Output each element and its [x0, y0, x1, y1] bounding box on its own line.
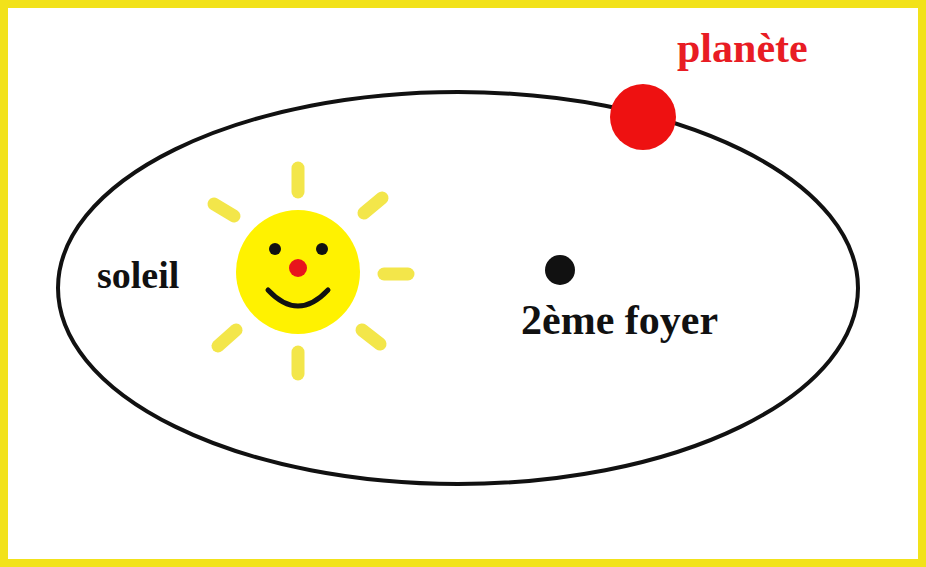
yellow-frame	[4, 4, 922, 563]
second-focus-dot	[545, 255, 575, 285]
sun-nose	[289, 259, 307, 277]
sun-smile	[268, 290, 328, 306]
planet	[610, 84, 676, 150]
focus-label: 2ème foyer	[518, 298, 721, 342]
orbit-ellipse	[58, 92, 858, 484]
sun-eye	[269, 243, 281, 255]
planet-label: planète	[674, 26, 811, 70]
sun-rays	[214, 168, 408, 374]
sun-label: soleil	[94, 255, 182, 295]
sun-face	[236, 210, 360, 334]
sun-eye	[316, 243, 328, 255]
